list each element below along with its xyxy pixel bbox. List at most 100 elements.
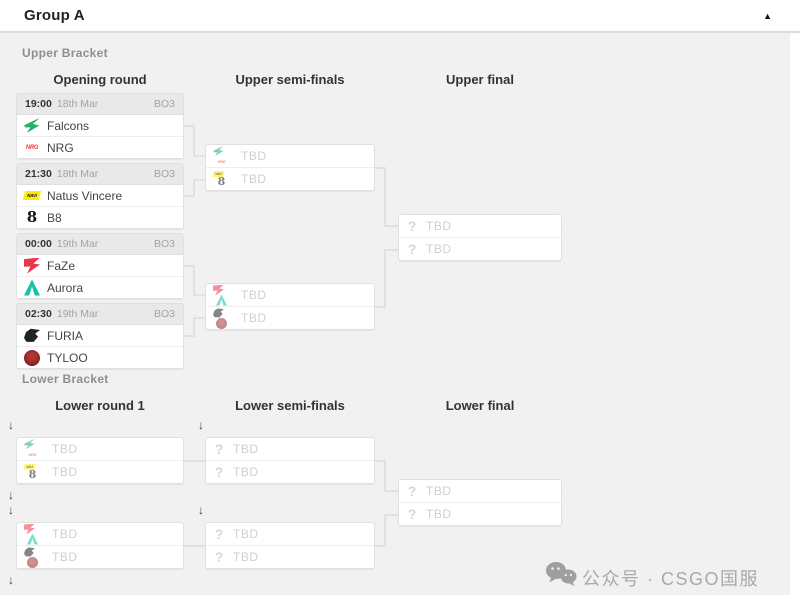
team-row-nrg[interactable]: NRG <box>17 136 183 158</box>
tbd-label: TBD <box>233 442 259 456</box>
match-card-lower-round1-2[interactable]: TBD TBD <box>16 522 184 569</box>
match-card-opening-1[interactable]: 19:00 18th Mar BO3 Falcons NRG <box>16 93 184 159</box>
match-date: 18th Mar <box>56 98 99 110</box>
team-row-natus-vincere[interactable]: Natus Vincere <box>17 185 183 206</box>
tbd-label: TBD <box>241 311 267 325</box>
tbd-slot: TBD <box>17 545 183 568</box>
team-name: TYLOO <box>47 350 88 365</box>
tbd-label: TBD <box>52 550 78 564</box>
potential-teams-icons <box>23 464 44 480</box>
question-icon: ? <box>407 483 417 499</box>
potential-teams-icons <box>213 308 233 329</box>
watermark-text: 公众号 · CSGO国服 <box>582 569 760 589</box>
tbd-label: TBD <box>233 465 259 479</box>
column-header-lower-round-1: Lower round 1 <box>55 398 145 413</box>
drop-down-arrow-icon: ↓ <box>8 418 14 432</box>
team-name: NRG <box>47 140 74 155</box>
team-row-tyloo[interactable]: TYLOO <box>17 346 183 368</box>
tbd-slot: ? TBD <box>206 460 374 483</box>
tbd-label: TBD <box>52 527 78 541</box>
tbd-slot: ? TBD <box>399 215 561 237</box>
tbd-label: TBD <box>426 242 452 256</box>
drop-down-arrow-icon: ↓ <box>8 573 14 587</box>
aurora-logo-icon <box>27 533 38 545</box>
question-icon: ? <box>214 441 224 457</box>
match-header: 02:30 19th Mar BO3 <box>17 304 183 325</box>
tbd-label: TBD <box>52 465 78 479</box>
team-name: FaZe <box>47 258 76 273</box>
group-header-bar[interactable]: Group A ▲ <box>0 0 800 33</box>
team-row-faze[interactable]: FaZe <box>17 255 183 276</box>
match-format-badge: BO3 <box>153 168 175 180</box>
match-time: 21:30 <box>25 168 52 180</box>
question-icon: ? <box>214 526 224 542</box>
wechat-icon <box>544 560 578 593</box>
match-header: 21:30 18th Mar BO3 <box>17 164 183 185</box>
question-icon: ? <box>407 241 417 257</box>
tbd-slot: TBD <box>17 460 183 483</box>
group-title: Group A <box>24 7 85 24</box>
potential-teams-icons <box>213 145 233 167</box>
question-icon: ? <box>214 464 224 480</box>
match-card-opening-4[interactable]: 02:30 19th Mar BO3 FURIA TYLOO <box>16 303 184 369</box>
match-card-upper-final[interactable]: ? TBD ? TBD <box>398 214 562 261</box>
match-card-lower-round1-1[interactable]: TBD TBD <box>16 437 184 484</box>
match-card-lower-final[interactable]: ? TBD ? TBD <box>398 479 562 526</box>
match-time: 19:00 <box>25 98 52 110</box>
tbd-slot: TBD <box>206 284 374 306</box>
tbd-slot: TBD <box>206 306 374 329</box>
drop-down-arrow-icon: ↓ <box>198 418 204 432</box>
furia-logo-icon <box>24 328 40 342</box>
tbd-slot: ? TBD <box>399 502 561 525</box>
drop-down-arrow-icon: ↓ <box>8 503 14 517</box>
drop-down-arrow-icon: ↓ <box>198 503 204 517</box>
tbd-slot: ? TBD <box>206 523 374 545</box>
faze-logo-icon <box>213 284 224 296</box>
nrg-logo-icon <box>216 156 227 167</box>
match-format-badge: BO3 <box>153 98 175 110</box>
tbd-slot: ? TBD <box>399 480 561 502</box>
tbd-slot: TBD <box>17 523 183 545</box>
match-card-upper-semi-1[interactable]: TBD TBD <box>205 144 375 191</box>
match-date: 18th Mar <box>56 168 99 180</box>
match-card-upper-semi-2[interactable]: TBD TBD <box>205 283 375 330</box>
team-name: Aurora <box>47 280 84 295</box>
tbd-slot: TBD <box>206 167 374 190</box>
match-card-lower-semi-2[interactable]: ? TBD ? TBD <box>205 522 375 569</box>
column-header-lower-semi-finals: Lower semi-finals <box>235 398 345 413</box>
falcons-logo-icon <box>24 117 40 133</box>
match-card-opening-2[interactable]: 21:30 18th Mar BO3 Natus Vincere B8 <box>16 163 184 229</box>
furia-logo-icon <box>213 308 224 318</box>
column-header-upper-final: Upper final <box>446 72 514 87</box>
tbd-slot: TBD <box>206 145 374 167</box>
question-icon: ? <box>214 549 224 565</box>
team-name: Natus Vincere <box>47 188 123 203</box>
match-format-badge: BO3 <box>153 308 175 320</box>
team-row-falcons[interactable]: Falcons <box>17 115 183 136</box>
lower-bracket-label: Lower Bracket <box>22 372 109 386</box>
question-icon: ? <box>407 506 417 522</box>
team-row-aurora[interactable]: Aurora <box>17 276 183 298</box>
potential-teams-icons <box>212 171 233 187</box>
falcons-logo-icon <box>213 145 224 157</box>
team-row-b8[interactable]: B8 <box>17 206 183 228</box>
match-card-opening-3[interactable]: 00:00 19th Mar BO3 FaZe Aurora <box>16 233 184 299</box>
tbd-label: TBD <box>233 527 259 541</box>
tbd-slot: ? TBD <box>206 438 374 460</box>
chevron-up-icon[interactable]: ▲ <box>763 11 772 21</box>
navi-logo-icon <box>22 191 42 200</box>
tbd-label: TBD <box>426 484 452 498</box>
tyloo-logo-icon <box>27 556 38 568</box>
column-header-lower-final: Lower final <box>445 398 515 413</box>
match-time: 00:00 <box>25 238 52 250</box>
match-card-lower-semi-1[interactable]: ? TBD ? TBD <box>205 437 375 484</box>
team-name: B8 <box>47 210 62 225</box>
faze-logo-icon <box>24 257 40 274</box>
tbd-label: TBD <box>426 507 452 521</box>
team-row-furia[interactable]: FURIA <box>17 325 183 346</box>
potential-teams-icons <box>24 547 44 568</box>
aurora-logo-icon <box>24 279 40 296</box>
faze-logo-icon <box>24 523 35 535</box>
tbd-slot: TBD <box>17 438 183 460</box>
